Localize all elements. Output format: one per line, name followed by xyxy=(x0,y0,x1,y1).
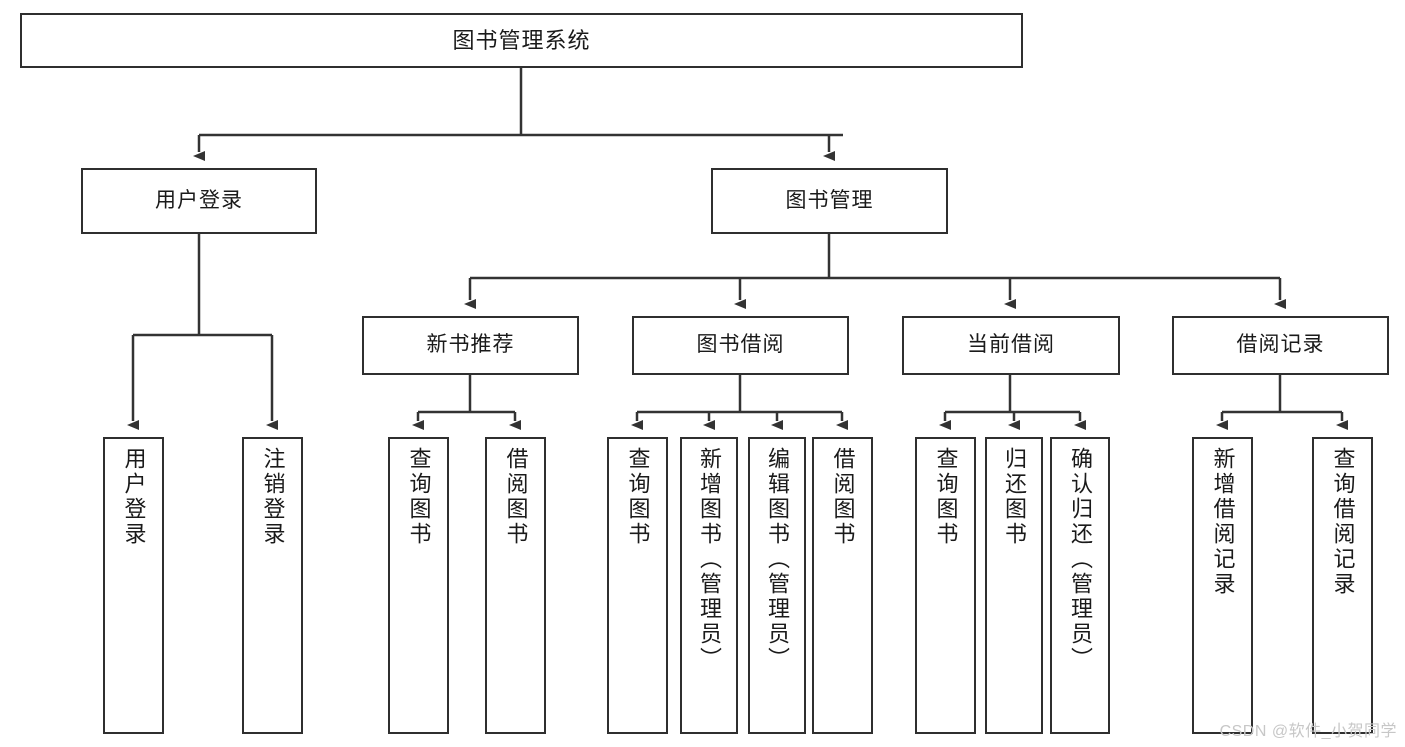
node-book-manage-label: 图书管理 xyxy=(785,188,874,212)
node-root[interactable]: 图书管理系统 xyxy=(20,13,1023,68)
node-leaf-borrow-book-rec-label: 借阅图书 xyxy=(503,447,529,547)
node-new-book-recommend[interactable]: 新书推荐 xyxy=(362,316,579,375)
node-leaf-edit-book-admin[interactable]: 编辑图书（管理员） xyxy=(748,437,806,734)
node-leaf-borrow-book-rec[interactable]: 借阅图书 xyxy=(485,437,546,734)
node-book-borrow-label: 图书借阅 xyxy=(696,333,785,357)
node-leaf-add-book-admin-label: 新增图书（管理员） xyxy=(697,447,722,672)
node-leaf-user-login[interactable]: 用户登录 xyxy=(103,437,164,734)
node-leaf-query-book-borrow-label: 查询图书 xyxy=(625,447,651,547)
node-leaf-query-book-current-label: 查询图书 xyxy=(933,447,959,547)
node-leaf-confirm-return-admin-label: 确认归还（管理员） xyxy=(1068,447,1093,672)
watermark-text: CSDN @软件_小贺同学 xyxy=(1219,723,1397,740)
node-leaf-user-logout-label: 注销登录 xyxy=(260,447,286,547)
node-root-label: 图书管理系统 xyxy=(452,27,591,53)
node-leaf-return-book-label: 归还图书 xyxy=(1002,447,1027,547)
node-leaf-add-borrow-record[interactable]: 新增借阅记录 xyxy=(1192,437,1253,734)
node-leaf-query-borrow-record-label: 查询借阅记录 xyxy=(1330,447,1356,597)
node-user-login-label: 用户登录 xyxy=(155,188,243,212)
node-leaf-add-borrow-record-label: 新增借阅记录 xyxy=(1210,447,1236,597)
node-leaf-query-book-current[interactable]: 查询图书 xyxy=(915,437,976,734)
node-leaf-return-book[interactable]: 归还图书 xyxy=(985,437,1043,734)
node-borrow-record-label: 借阅记录 xyxy=(1236,333,1325,357)
node-book-borrow[interactable]: 图书借阅 xyxy=(632,316,849,375)
node-leaf-query-book-borrow[interactable]: 查询图书 xyxy=(607,437,668,734)
node-leaf-query-book-rec[interactable]: 查询图书 xyxy=(388,437,449,734)
node-current-borrow[interactable]: 当前借阅 xyxy=(902,316,1120,375)
node-leaf-user-logout[interactable]: 注销登录 xyxy=(242,437,303,734)
node-borrow-record[interactable]: 借阅记录 xyxy=(1172,316,1389,375)
node-new-book-recommend-label: 新书推荐 xyxy=(426,333,515,357)
node-book-manage[interactable]: 图书管理 xyxy=(711,168,948,234)
node-leaf-borrow-book[interactable]: 借阅图书 xyxy=(812,437,873,734)
node-leaf-borrow-book-label: 借阅图书 xyxy=(830,447,856,547)
node-leaf-edit-book-admin-label: 编辑图书（管理员） xyxy=(765,447,790,672)
node-leaf-confirm-return-admin[interactable]: 确认归还（管理员） xyxy=(1050,437,1110,734)
node-leaf-add-book-admin[interactable]: 新增图书（管理员） xyxy=(680,437,738,734)
node-leaf-user-login-label: 用户登录 xyxy=(121,447,147,547)
node-current-borrow-label: 当前借阅 xyxy=(967,333,1055,357)
node-user-login[interactable]: 用户登录 xyxy=(81,168,317,234)
node-leaf-query-borrow-record[interactable]: 查询借阅记录 xyxy=(1312,437,1373,734)
node-leaf-query-book-rec-label: 查询图书 xyxy=(406,447,432,547)
